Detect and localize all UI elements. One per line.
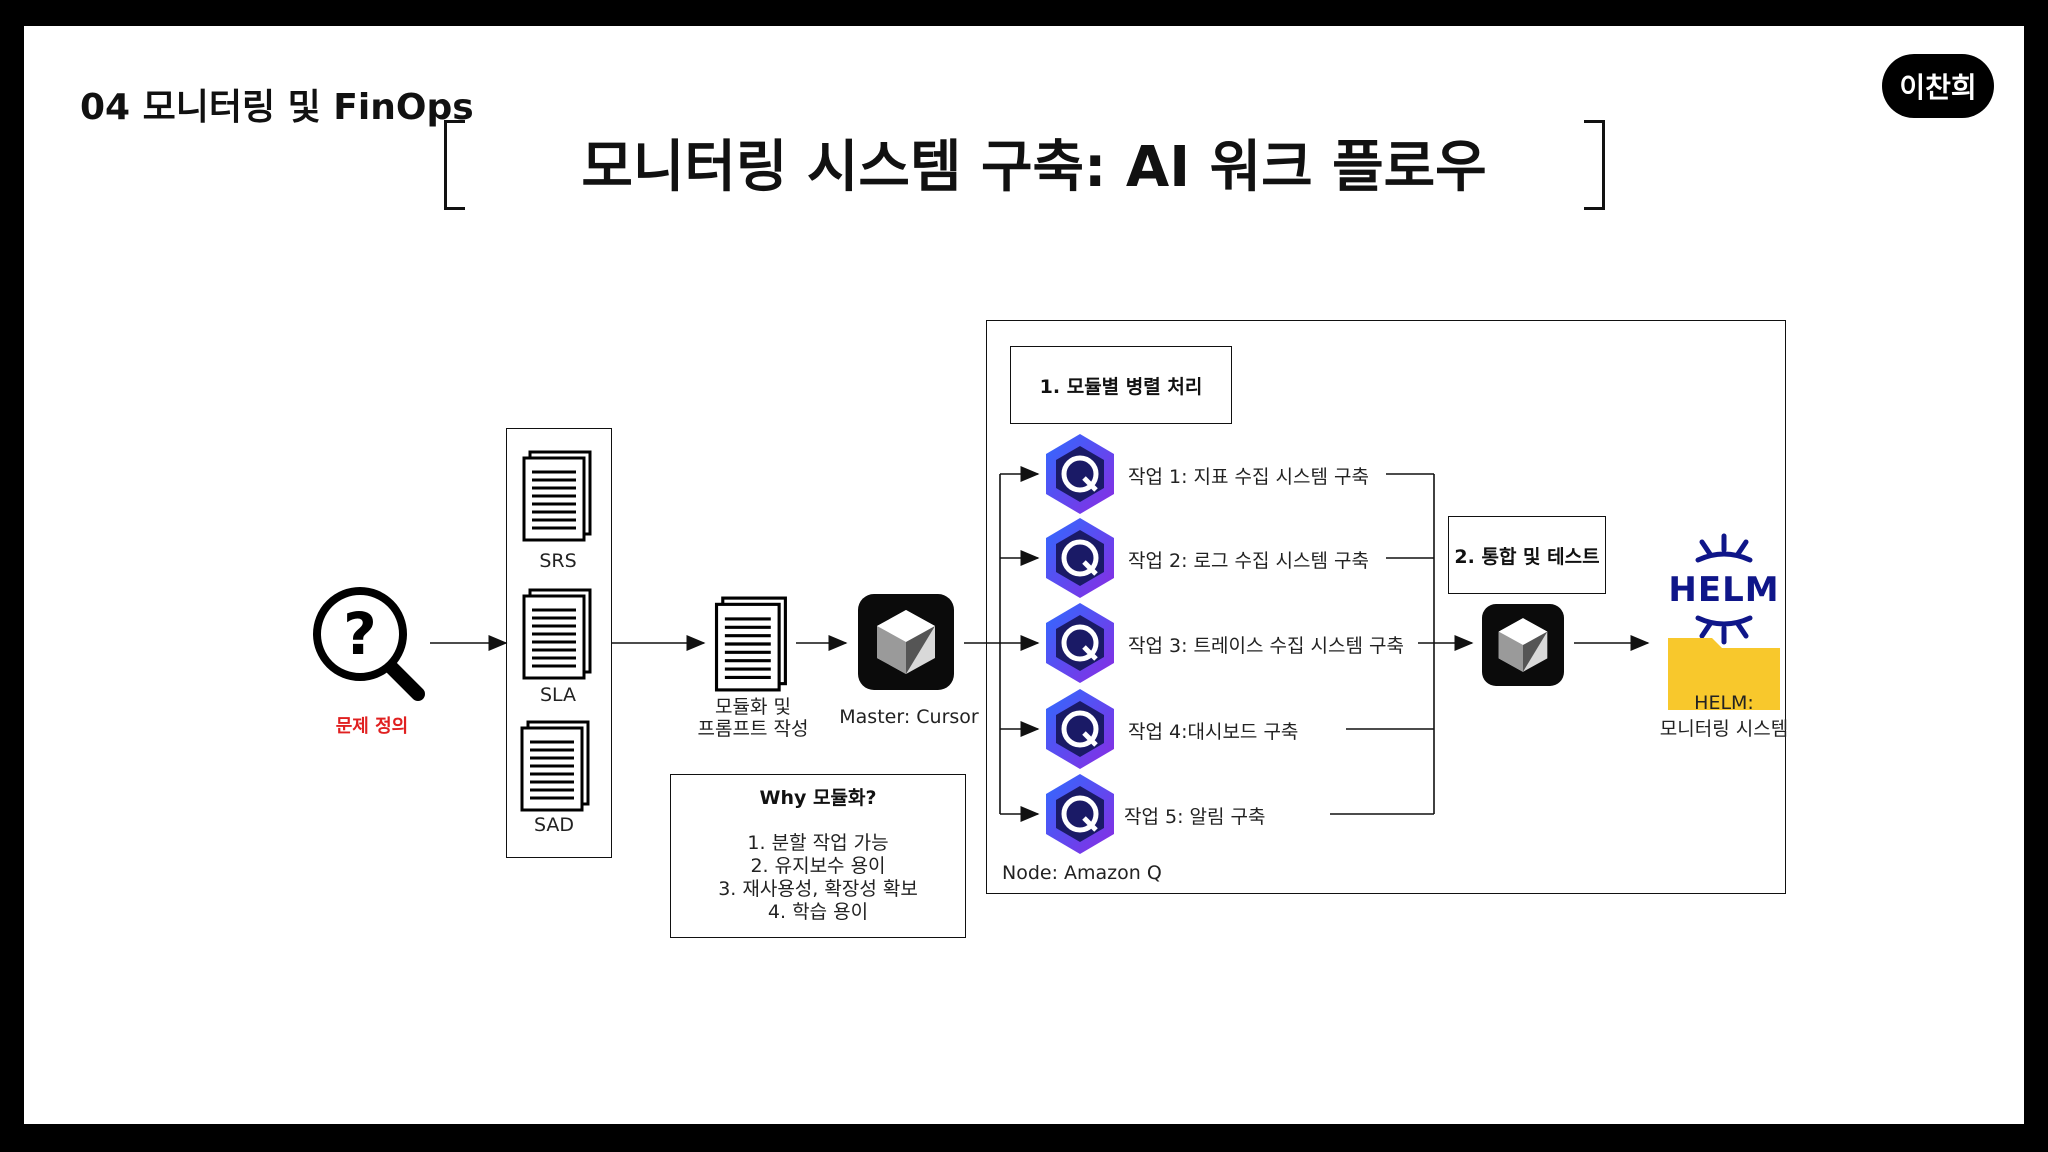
task-label-3: 작업 3: 트레이스 수집 시스템 구축	[1128, 635, 1404, 657]
document-icon-sad	[520, 720, 590, 812]
helm-label-line1: HELM:	[1694, 692, 1754, 714]
integration-title: 2. 통합 및 테스트	[1454, 545, 1600, 568]
parallel-title-box: 1. 모듈별 병렬 처리	[1010, 346, 1232, 424]
svg-text:?: ?	[343, 600, 377, 668]
why-item: 1. 분할 작업 가능	[747, 832, 889, 854]
why-modular-box: Why 모듈화? 1. 분할 작업 가능 2. 유지보수 용이 3. 재사용성,…	[670, 774, 966, 938]
node-container	[986, 320, 1786, 894]
connector-lines	[430, 466, 1650, 822]
master-label: Master: Cursor	[839, 706, 979, 728]
node-label: Node: Amazon Q	[1002, 862, 1162, 884]
doc-label-srs: SRS	[539, 550, 577, 572]
task-label-2: 작업 2: 로그 수집 시스템 구축	[1128, 550, 1369, 572]
author-badge: 이찬희	[1882, 54, 1994, 118]
task-label-4: 작업 4:대시보드 구축	[1128, 721, 1299, 743]
amazon-q-icon	[1046, 774, 1114, 854]
why-item: 4. 학습 용이	[767, 901, 869, 923]
parallel-title: 1. 모듈별 병렬 처리	[1039, 375, 1203, 398]
cursor-app-icon	[858, 594, 954, 690]
helm-label-line2: 모니터링 시스템	[1659, 718, 1789, 740]
problem-label: 문제 정의	[335, 716, 409, 737]
why-title: Why 모듈화?	[759, 787, 877, 809]
amazon-q-icon	[1046, 434, 1114, 514]
docs-box	[506, 428, 612, 858]
doc-label-sad: SAD	[533, 814, 575, 836]
amazon-q-icon	[1046, 603, 1114, 683]
helm-folder-icon	[1668, 533, 1780, 710]
amazon-q-icon	[1046, 689, 1114, 769]
why-item: 2. 유지보수 용이	[750, 855, 886, 877]
document-icon-sla	[522, 588, 592, 680]
title-bracket-left	[444, 120, 465, 210]
integration-title-box: 2. 통합 및 테스트	[1448, 516, 1606, 594]
section-title: 04 모니터링 및 FinOps	[80, 87, 474, 128]
task-label-1: 작업 1: 지표 수집 시스템 구축	[1128, 466, 1369, 488]
cursor-app-icon	[1482, 604, 1564, 686]
helm-logo-text: HELM	[1668, 570, 1780, 610]
slide: 04 모니터링 및 FinOps 이찬희 모니터링 시스템 구축: AI 워크 …	[24, 26, 2024, 1124]
prompt-label-line1: 모듈화 및	[715, 696, 791, 718]
document-icon-srs	[522, 450, 592, 542]
why-item: 3. 재사용성, 확장성 확보	[718, 878, 918, 900]
page-title: 모니터링 시스템 구축: AI 워크 플로우	[581, 135, 1487, 200]
doc-label-sla: SLA	[539, 684, 577, 706]
amazon-q-icon	[1046, 518, 1114, 598]
prompt-document-icon	[714, 596, 787, 692]
title-bracket-right	[1584, 120, 1605, 210]
magnifier-question-icon: ?	[313, 587, 425, 701]
task-label-5: 작업 5: 알림 구축	[1124, 806, 1266, 828]
prompt-label-line2: 프롬프트 작성	[697, 718, 809, 740]
